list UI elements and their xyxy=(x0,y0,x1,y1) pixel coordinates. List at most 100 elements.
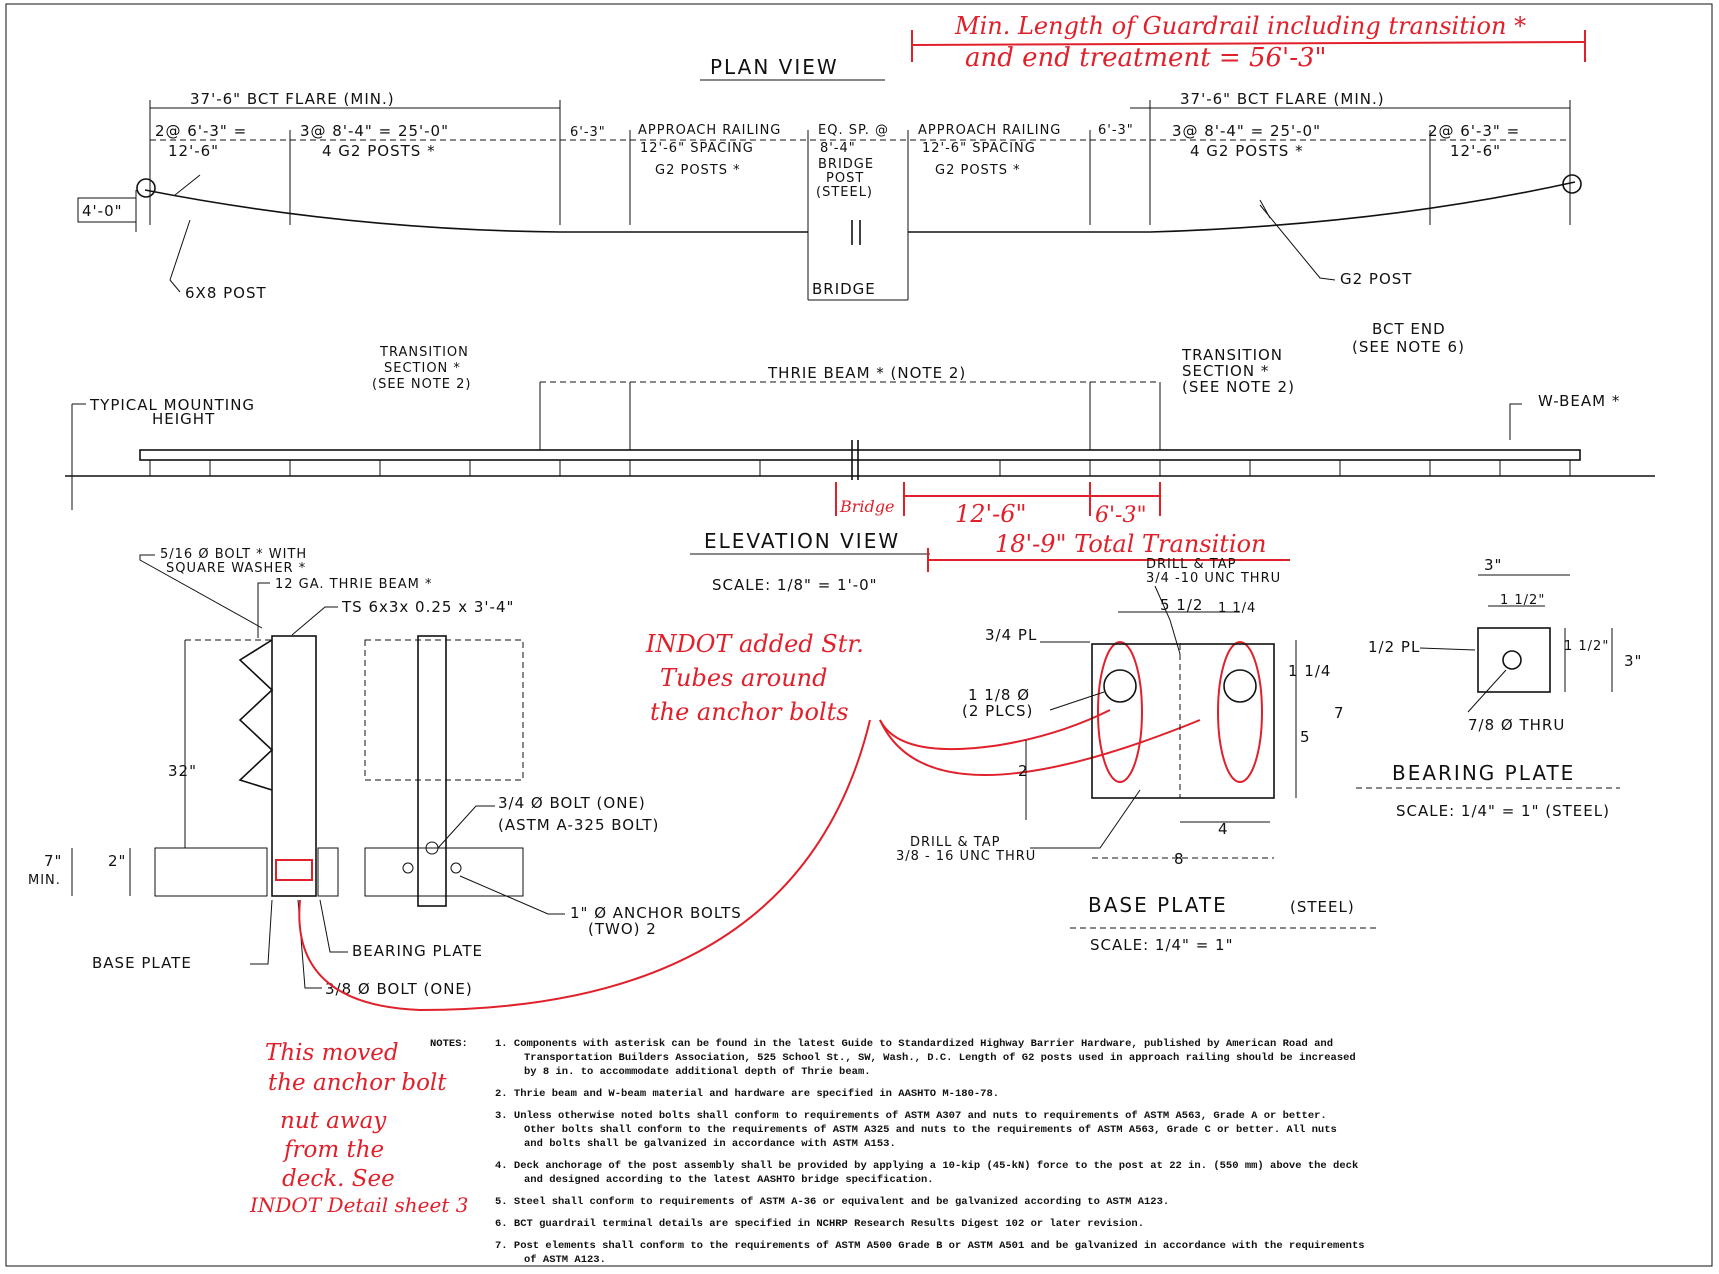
approach-right-c: G2 POSTS * xyxy=(935,163,1021,178)
dim-3-height: 3" xyxy=(1624,652,1642,670)
bearing-plate-label: BEARING PLATE xyxy=(352,942,483,960)
dim-7: 7" xyxy=(44,852,62,870)
drill-top-b: 3/4 -10 UNC THRU xyxy=(1146,571,1281,586)
dim-1-25-top: 1 1/4 xyxy=(1218,601,1256,616)
elevation-view: TRANSITION SECTION * (SEE NOTE 2) THRIE … xyxy=(65,320,1655,594)
bct-end-b: (SEE NOTE 6) xyxy=(1352,338,1465,356)
bearing-thru: 7/8 Ø THRU xyxy=(1468,716,1565,734)
approach-right-a: APPROACH RAILING xyxy=(918,123,1061,138)
note-3c: and bolts shall be galvanized in accorda… xyxy=(524,1138,896,1150)
drill-bot-b: 3/8 - 16 UNC THRU xyxy=(896,849,1036,864)
bct-flare-right: 37'-6" BCT FLARE (MIN.) xyxy=(1180,90,1385,108)
dim-7: 7 xyxy=(1334,704,1345,722)
anchor-a: 1" Ø ANCHOR BOLTS xyxy=(570,904,742,922)
note-4a: 4. Deck anchorage of the post assembly s… xyxy=(495,1160,1358,1172)
indot-added-3: the anchor bolts xyxy=(650,698,849,726)
bridge-post-c: BRIDGE xyxy=(818,157,874,172)
dim-1-5-top: 1 1/2" xyxy=(1500,593,1545,608)
transition-left-c: (SEE NOTE 2) xyxy=(372,377,471,392)
ts-label: TS 6x3x 0.25 x 3'-4" xyxy=(341,598,514,616)
moved-1: This moved xyxy=(265,1040,399,1066)
dim-5-5: 5 1/2 xyxy=(1160,596,1203,614)
dim-1-25-side: 1 1/4 xyxy=(1288,662,1331,680)
gap-right: 6'-3" xyxy=(1098,123,1134,138)
note-2: 2. Thrie beam and W-beam material and ha… xyxy=(495,1088,999,1100)
plan-rail-right xyxy=(908,181,1576,233)
notes-block: NOTES: 1. Components with asterisk can b… xyxy=(430,1038,1365,1266)
note-7b: of ASTM A123. xyxy=(524,1254,606,1266)
moved-4: from the xyxy=(282,1137,384,1163)
plan-bridge-label: BRIDGE xyxy=(812,280,876,298)
w-beam-label: W-BEAM * xyxy=(1538,392,1620,410)
note-7a: 7. Post elements shall conform to the re… xyxy=(495,1240,1365,1252)
bct-end-a: BCT END xyxy=(1372,320,1446,338)
red-bridge: Bridge xyxy=(839,497,894,516)
left-spacing-2a: 3@ 8'-4" = 25'-0" xyxy=(300,122,449,140)
note-4b: and designed according to the latest AAS… xyxy=(524,1174,934,1186)
note-5: 5. Steel shall conform to requirements o… xyxy=(495,1196,1169,1208)
note-1c: by 8 in. to accommodate additional depth… xyxy=(524,1066,871,1078)
red-dim-12-6: 12'-6" xyxy=(955,500,1027,528)
red-total-transition: 18'-9" Total Transition xyxy=(995,530,1267,558)
base-plate-scale: SCALE: 1/4" = 1" xyxy=(1090,936,1234,954)
min-length-line1: Min. Length of Guardrail including trans… xyxy=(954,12,1526,40)
transition-left-b: SECTION * xyxy=(384,361,461,376)
transition-right-a: TRANSITION xyxy=(1181,346,1283,364)
pl-34: 3/4 PL xyxy=(985,626,1037,644)
holes-b: (2 PLCS) xyxy=(962,702,1033,720)
bolt-34-a: 3/4 Ø BOLT (ONE) xyxy=(498,794,646,812)
moved-5: deck. See xyxy=(282,1166,395,1192)
thrie-12ga-label: 12 GA. THRIE BEAM * xyxy=(275,577,432,592)
elevation-scale: SCALE: 1/8" = 1'-0" xyxy=(712,576,878,594)
moved-3: nut away xyxy=(280,1108,387,1134)
anchor-b: (TWO) 2 xyxy=(588,920,657,938)
redline-indot-tubes: INDOT added Str. Tubes around the anchor… xyxy=(249,630,1263,1217)
base-plate-outline xyxy=(1091,643,1275,799)
bridge-post-e: (STEEL) xyxy=(816,185,873,200)
bolt-34-b: (ASTM A-325 BOLT) xyxy=(498,816,659,834)
plan-view-title: PLAN VIEW xyxy=(710,55,839,79)
dim-8: 8 xyxy=(1174,850,1185,868)
bolt-516-a: 5/16 Ø BOLT * WITH xyxy=(160,547,307,562)
dim-3-width: 3" xyxy=(1484,556,1502,574)
note-1b: Transportation Builders Association, 525… xyxy=(524,1052,1356,1064)
elevation-view-title: ELEVATION VIEW xyxy=(704,529,900,553)
bearing-plate-outline xyxy=(1477,627,1551,693)
typical-mounting-b: HEIGHT xyxy=(152,410,215,428)
base-plate-title: BASE PLATE xyxy=(1088,893,1228,917)
moved-6: INDOT Detail sheet 3 xyxy=(249,1193,468,1217)
transition-right-b: SECTION * xyxy=(1182,362,1269,380)
bridge-post-a: EQ. SP. @ xyxy=(818,123,889,138)
plan-rail-left xyxy=(144,189,808,233)
bct-flare-left: 37'-6" BCT FLARE (MIN.) xyxy=(190,90,395,108)
red-dim-6-3: 6'-3" xyxy=(1095,503,1147,528)
min-label: MIN. xyxy=(28,873,61,888)
moved-2: the anchor bolt xyxy=(268,1070,447,1096)
base-plate-detail: DRILL & TAP 3/4 -10 UNC THRU 5 1/2 1 1/4… xyxy=(896,557,1380,954)
min-length-line2: and end treatment = 56'-3" xyxy=(965,43,1326,73)
min-length-annotation: Min. Length of Guardrail including trans… xyxy=(911,12,1586,73)
holes-a: 1 1/8 Ø xyxy=(968,686,1030,704)
indot-added-2: Tubes around xyxy=(660,664,827,692)
transition-right-c: (SEE NOTE 2) xyxy=(1182,378,1295,396)
dim-2: 2" xyxy=(108,852,126,870)
approach-left-c: G2 POSTS * xyxy=(655,163,741,178)
base-plate-material: (STEEL) xyxy=(1290,898,1355,916)
sheet-border xyxy=(5,3,1713,1267)
right-spacing-2a: 3@ 8'-4" = 25'-0" xyxy=(1172,122,1321,140)
bearing-plate-title: BEARING PLATE xyxy=(1392,761,1575,785)
post-detail: 5/16 Ø BOLT * WITH SQUARE WASHER * 12 GA… xyxy=(28,547,742,998)
transition-left-a: TRANSITION xyxy=(379,345,469,360)
approach-right-b: 12'-6" SPACING xyxy=(922,141,1036,156)
thrie-beam-label: THRIE BEAM * (NOTE 2) xyxy=(767,364,966,382)
dim-1-5-side: 1 1/2" xyxy=(1564,639,1609,654)
notes-label: NOTES: xyxy=(430,1038,468,1050)
bridge-post-d: POST xyxy=(826,171,864,186)
g2-post-label: G2 POST xyxy=(1340,270,1412,288)
bearing-plate-scale: SCALE: 1/4" = 1" (STEEL) xyxy=(1396,802,1610,820)
pl-12: 1/2 PL xyxy=(1368,638,1420,656)
bearing-plate-detail: 3" 1 1/2" 1/2 PL 1 1/2" 3" 7/8 Ø THRU BE… xyxy=(1356,556,1642,820)
height-32: 32" xyxy=(168,762,197,780)
dim-5: 5 xyxy=(1300,728,1311,746)
